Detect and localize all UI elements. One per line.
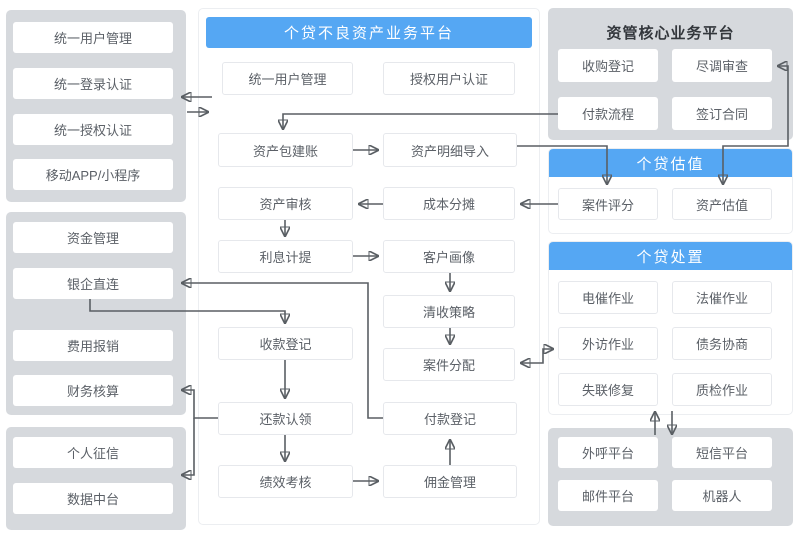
- node-debt-negotiation: 债务协商: [672, 327, 772, 360]
- node-asset-detail-import: 资产明细导入: [383, 133, 517, 167]
- node-repayment-claim: 还款认领: [218, 402, 353, 435]
- node-expense-reimbursement: 费用报销: [13, 330, 173, 361]
- node-center-unified-user-mgmt: 统一用户管理: [222, 62, 353, 95]
- node-asset-valuation: 资产估值: [672, 188, 772, 220]
- node-contract-signing: 签订合同: [672, 97, 772, 130]
- node-outbound-call-platform: 外呼平台: [558, 437, 658, 468]
- panel-channels: 外呼平台 短信平台 邮件平台 机器人: [548, 428, 793, 526]
- node-acquisition-registration: 收购登记: [558, 49, 658, 82]
- node-payment-process: 付款流程: [558, 97, 658, 130]
- node-data-middle-platform: 数据中台: [13, 483, 173, 514]
- node-due-diligence-review: 尽调审查: [672, 49, 772, 82]
- node-performance-appraisal: 绩效考核: [218, 465, 353, 498]
- node-interest-accrual: 利息计提: [218, 240, 353, 273]
- panel-data: 个人征信 数据中台: [6, 427, 186, 530]
- node-payment-registration: 付款登记: [383, 402, 517, 435]
- node-commission-management: 佣金管理: [383, 465, 517, 498]
- node-quality-inspection: 质检作业: [672, 373, 772, 406]
- node-field-visit: 外访作业: [558, 327, 658, 360]
- node-email-platform: 邮件平台: [558, 480, 658, 511]
- node-receipt-registration: 收款登记: [218, 327, 353, 360]
- valuation-header: 个贷估值: [549, 149, 792, 177]
- node-collection-strategy: 清收策略: [383, 295, 515, 328]
- panel-am-core: 资管核心业务平台 收购登记 尽调审查 付款流程 签订合同: [548, 8, 793, 140]
- node-unified-user-mgmt: 统一用户管理: [13, 22, 173, 53]
- panel-finance: 资金管理 银企直连 费用报销 财务核算: [6, 212, 186, 415]
- node-unified-login-auth: 统一登录认证: [13, 68, 173, 99]
- node-authorized-user-auth: 授权用户认证: [383, 62, 515, 95]
- panel-unified-access: 统一用户管理 统一登录认证 统一授权认证 移动APP/小程序: [6, 10, 186, 202]
- am-core-title: 资管核心业务平台: [606, 25, 735, 42]
- node-lost-contact-repair: 失联修复: [558, 373, 658, 406]
- node-sms-platform: 短信平台: [672, 437, 772, 468]
- node-financial-accounting: 财务核算: [13, 375, 173, 406]
- node-robot: 机器人: [672, 480, 772, 511]
- node-mobile-app: 移动APP/小程序: [13, 159, 173, 190]
- node-case-assignment: 案件分配: [383, 348, 515, 381]
- node-asset-review: 资产审核: [218, 187, 353, 220]
- node-tele-collection: 电催作业: [558, 281, 658, 314]
- node-asset-package-ledger: 资产包建账: [218, 133, 353, 167]
- node-bank-direct-link: 银企直连: [13, 268, 173, 299]
- node-fund-management: 资金管理: [13, 222, 173, 253]
- npl-platform-header: 个贷不良资产业务平台: [206, 17, 532, 48]
- node-customer-profile: 客户画像: [383, 240, 515, 273]
- node-case-scoring: 案件评分: [558, 188, 658, 220]
- node-legal-collection: 法催作业: [672, 281, 772, 314]
- node-personal-credit: 个人征信: [13, 437, 173, 468]
- node-unified-authorization: 统一授权认证: [13, 114, 173, 145]
- node-cost-allocation: 成本分摊: [383, 187, 515, 220]
- disposal-header: 个贷处置: [549, 242, 792, 270]
